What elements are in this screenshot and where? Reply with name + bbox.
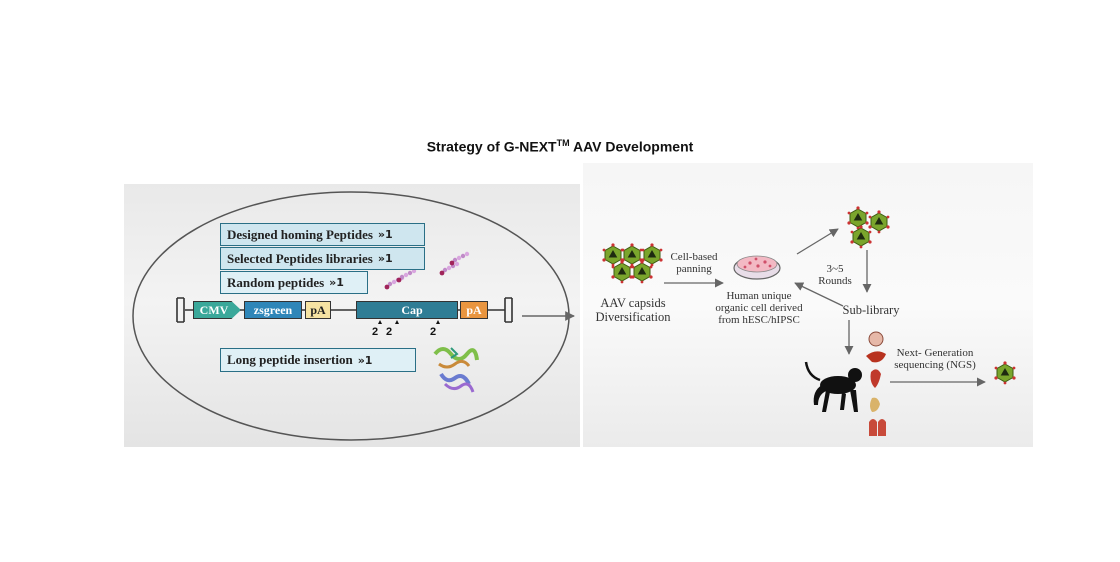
- figure-title: Strategy of G-NEXTTM AAV Development: [426, 138, 694, 155]
- selected-libraries-box: Selected Peptides libraries»1: [220, 247, 425, 270]
- selection-arrow: [796, 228, 839, 255]
- random-peptides-box: Random peptides»1: [220, 271, 368, 294]
- peptide-icon: [449, 251, 470, 266]
- peptide-icon: [439, 261, 460, 276]
- pa-signal-1: pA: [305, 301, 331, 319]
- peptide-icon: [396, 268, 417, 283]
- aav-capsids-icon: [601, 242, 664, 284]
- itr-right-icon: [504, 297, 513, 323]
- monkey-icon: [804, 361, 862, 412]
- long-peptide-box: Long peptide insertion»1: [220, 348, 416, 372]
- insertion-count: 2: [372, 326, 379, 338]
- petri-dish-icon: [733, 255, 781, 280]
- protein-structure-icon: [433, 347, 479, 393]
- selected-capsids-icon: [846, 205, 891, 249]
- itr-left-icon: [176, 297, 185, 323]
- organs-icon: [866, 331, 886, 436]
- pa-signal-2: pA: [460, 301, 488, 319]
- insertion-count: 2: [386, 326, 393, 338]
- zsgreen-gene: zsgreen: [244, 301, 302, 319]
- final-capsid-icon: [993, 360, 1017, 385]
- insertion-count: 2: [430, 326, 437, 338]
- recycle-arrow: [794, 282, 844, 307]
- right-panel: [583, 163, 1033, 447]
- cmv-promoter: CMV: [193, 301, 241, 319]
- designed-peptides-box: Designed homing Peptides»1: [220, 223, 425, 246]
- sub-library-label: Sub-library: [842, 303, 900, 317]
- cap-gene: Cap: [356, 301, 458, 319]
